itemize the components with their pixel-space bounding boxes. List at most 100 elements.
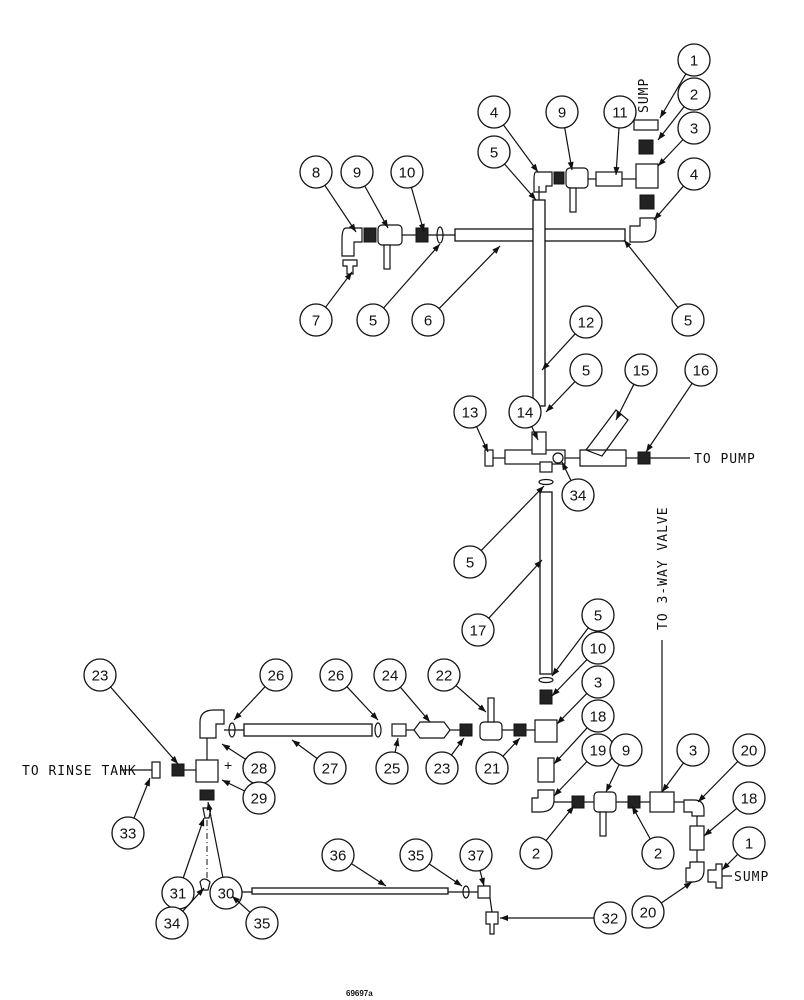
valve-handle-left — [383, 244, 391, 270]
callout-arrow-c30 — [206, 802, 213, 811]
callout-c1a: 1 — [677, 43, 711, 77]
nipple-2-right — [627, 795, 641, 809]
check-valve-24 — [413, 721, 451, 739]
union-top — [595, 171, 623, 187]
callout-number: 35 — [408, 848, 425, 865]
fitting-33 — [151, 761, 161, 779]
callout-number: 25 — [384, 761, 401, 778]
callout-number: 5 — [490, 145, 498, 162]
valve-handle-top — [569, 187, 577, 213]
elbow-19 — [531, 789, 555, 813]
callout-leader-c5c — [623, 239, 679, 308]
callout-number: 5 — [466, 555, 474, 572]
callout-c35a: 35 — [399, 838, 433, 872]
callout-c16: 16 — [684, 353, 718, 387]
to-rinse-tank-label: TO RINSE TANK — [22, 764, 137, 779]
callout-number: 1 — [690, 53, 698, 70]
callout-number: 10 — [590, 641, 607, 658]
callout-number: 35 — [254, 916, 271, 933]
tee-fitting-top — [635, 163, 659, 189]
strainer-15 — [579, 409, 629, 467]
elbow-left — [341, 227, 363, 257]
callout-number: 4 — [690, 167, 698, 184]
callout-c35b: 35 — [245, 906, 279, 940]
callout-number: 3 — [689, 743, 697, 760]
callout-c2c: 2 — [641, 836, 675, 870]
callout-arrow-c34b — [196, 888, 204, 896]
callout-arrow-c3c — [662, 783, 670, 792]
nipple-top-center — [553, 171, 565, 185]
callout-c27: 27 — [313, 751, 347, 785]
tee-3-right — [649, 791, 675, 813]
callout-number: 19 — [590, 743, 607, 760]
callout-number: 27 — [322, 761, 339, 778]
callout-leader-c6 — [438, 245, 501, 309]
callout-c5b: 5 — [356, 303, 390, 337]
ball-valve-left — [377, 224, 403, 246]
pipe-27 — [243, 723, 373, 737]
callout-leader-c9b — [364, 185, 389, 229]
callout-number: 37 — [468, 848, 485, 865]
callout-number: 21 — [484, 761, 501, 778]
callout-c31: 31 — [161, 876, 195, 910]
callout-c5f: 5 — [581, 598, 615, 632]
svg-text:+: + — [224, 757, 232, 773]
callout-arrow-c3a — [658, 158, 666, 166]
drawing-number: 69697a — [346, 989, 373, 998]
callout-c4a: 4 — [477, 95, 511, 129]
callout-c25: 25 — [375, 751, 409, 785]
callout-arrow-c26a — [234, 712, 242, 720]
callout-leader-c8 — [324, 184, 357, 233]
clamp-26-right — [374, 722, 382, 738]
callout-arrow-c26b — [370, 712, 378, 720]
nipple-left — [363, 227, 377, 243]
callout-c23a: 23 — [83, 658, 117, 692]
callout-c3c: 3 — [676, 733, 710, 767]
callout-arrow-c4b — [654, 211, 662, 220]
callout-c28: 28 — [242, 751, 276, 785]
callout-arrow-c34a — [562, 462, 569, 471]
callout-leader-c31 — [182, 817, 205, 879]
nipple-top — [638, 139, 654, 155]
callout-arrow-c27 — [292, 740, 301, 748]
barb-25 — [391, 723, 407, 737]
callout-arrow-c5c — [624, 240, 632, 249]
tee-3-lower — [534, 719, 558, 743]
callout-number: 18 — [741, 791, 758, 808]
callout-c9b: 9 — [340, 155, 374, 189]
callout-c33: 33 — [111, 816, 145, 850]
callout-leader-c1a — [659, 73, 687, 119]
callout-arrow-c5e — [536, 486, 544, 494]
callout-number: 9 — [353, 165, 361, 182]
callout-leader-c4a — [502, 124, 539, 173]
callout-number: 34 — [570, 488, 587, 505]
callout-c9c: 9 — [609, 733, 643, 767]
callout-arrow-c22 — [478, 704, 486, 712]
callout-c4b: 4 — [677, 157, 711, 191]
callout-c1b: 1 — [732, 826, 766, 860]
callout-leader-c5f — [551, 627, 589, 677]
callout-leader-c30 — [207, 801, 224, 878]
callout-number: 24 — [382, 668, 399, 685]
upper-assembly — [341, 119, 659, 407]
callout-number: 14 — [517, 405, 534, 422]
callout-c2a: 2 — [677, 77, 711, 111]
callout-c9a: 9 — [545, 95, 579, 129]
to-3way-valve-label: TO 3-WAY VALVE — [656, 506, 671, 630]
callout-arrow-c14 — [531, 431, 538, 440]
pipe-12 — [532, 199, 546, 407]
callout-number: 6 — [424, 313, 432, 330]
callout-c32: 32 — [593, 901, 627, 935]
callout-number: 5 — [369, 313, 377, 330]
callout-arrow-c8 — [349, 223, 356, 232]
to-pump-label: TO PUMP — [694, 452, 756, 467]
tee-29 — [195, 759, 219, 783]
callout-arrow-c1b — [722, 862, 730, 870]
callout-leader-c10b — [551, 659, 588, 697]
callout-number: 20 — [741, 743, 758, 760]
callout-number: 31 — [170, 886, 187, 903]
drain-fitting — [342, 259, 358, 275]
callout-leader-c5e — [480, 485, 545, 551]
callout-arrow-c9b — [381, 219, 388, 228]
callout-arrow-c5a — [528, 192, 536, 200]
